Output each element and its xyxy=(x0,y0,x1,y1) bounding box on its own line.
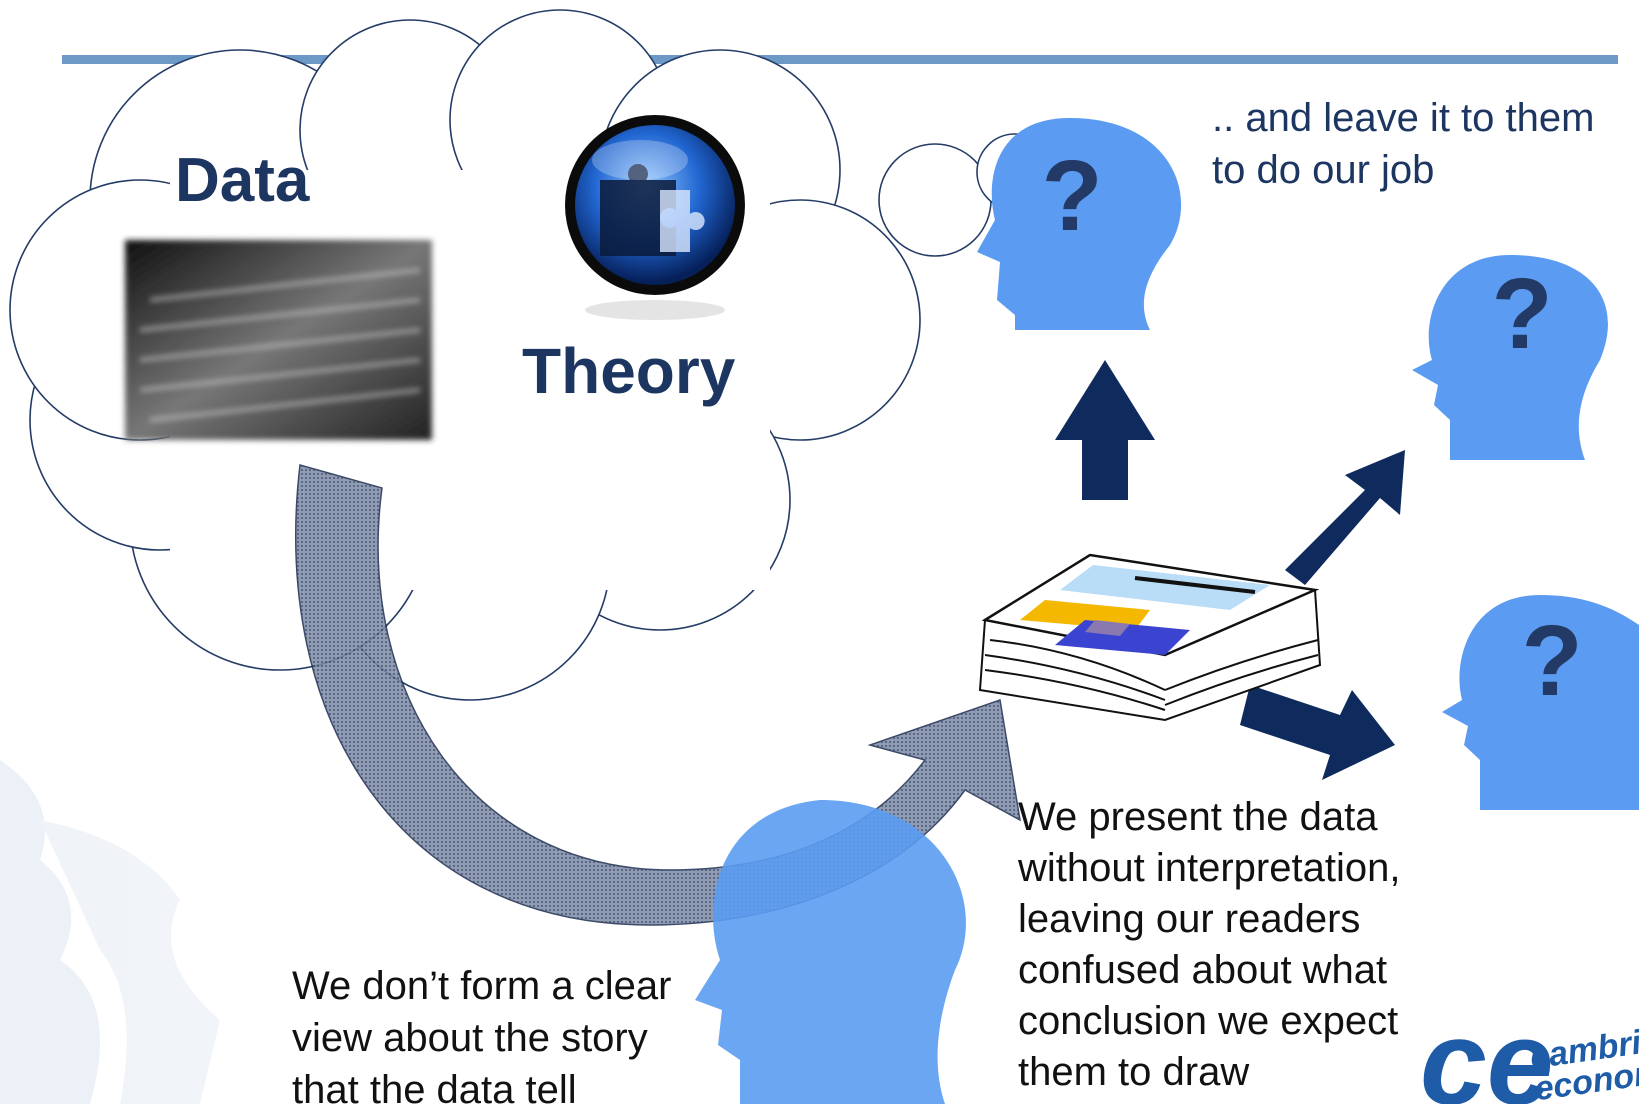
data-label: Data xyxy=(175,146,310,215)
arrow-icon xyxy=(1055,360,1155,500)
svg-text:ce: ce xyxy=(1420,996,1553,1104)
caption-middle: We present the data without interpretati… xyxy=(1018,795,1401,1094)
data-photo-icon xyxy=(125,240,432,440)
logo-mark: ce xyxy=(1420,996,1553,1104)
arrow-icon xyxy=(1285,450,1405,585)
caption-top-right: .. and leave it to them to do our job xyxy=(1212,96,1595,192)
background-texture xyxy=(0,760,220,1104)
head-silhouette-icon: ? xyxy=(1412,255,1608,460)
head-silhouette-icon: ? xyxy=(977,118,1182,330)
head-silhouette-icon: ? xyxy=(1442,595,1639,810)
question-mark: ? xyxy=(1491,258,1552,370)
question-mark: ? xyxy=(1521,605,1582,717)
arrow-icon xyxy=(1240,685,1395,780)
document-stack-icon xyxy=(978,553,1322,722)
logo-text: cambric econom xyxy=(1527,1020,1639,1109)
curved-arrow-icon xyxy=(295,464,1021,926)
theory-label: Theory xyxy=(522,335,736,407)
head-silhouette-icon xyxy=(695,800,966,1104)
question-mark: ? xyxy=(1041,140,1102,252)
caption-bottom-left: We don’t form a clear view about the sto… xyxy=(292,964,672,1112)
top-rule xyxy=(62,55,1618,64)
puzzle-pieces-icon xyxy=(565,115,745,320)
